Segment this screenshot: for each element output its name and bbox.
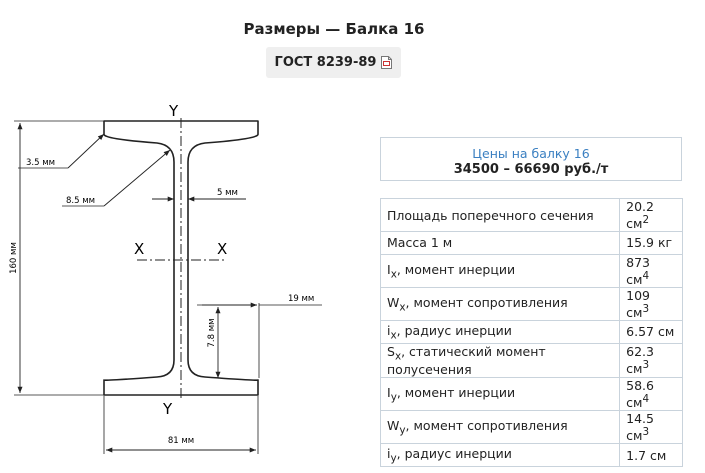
property-row: Площадь поперечного сечения 20.2 см2 — [379, 197, 683, 233]
property-name-subscript: y — [390, 452, 397, 465]
property-value: 1.7 см — [619, 443, 683, 468]
property-value-main: 1.7 см — [626, 447, 667, 463]
property-value-exponent: 2 — [642, 214, 650, 226]
property-value-main: 6.57 см — [626, 324, 675, 340]
property-row: iy, радиус инерции 1.7 см — [379, 443, 683, 468]
height-dimension-label: 160 мм — [9, 242, 19, 274]
property-name-suffix: , момент инерции — [396, 261, 516, 277]
flange-thickness-label: 7.8 мм — [207, 318, 217, 347]
property-value-exponent: 3 — [642, 426, 650, 439]
property-name-main: W — [387, 294, 400, 310]
property-name-main: Площадь поперечного сечения — [387, 207, 594, 223]
property-name-subscript: x — [394, 350, 402, 363]
property-value-main: 62.3 см — [626, 344, 654, 377]
property-name-subscript: y — [399, 424, 406, 437]
property-value-exponent: 3 — [642, 359, 650, 372]
property-row: Масса 1 м 15.9 кг — [379, 231, 683, 255]
property-name: Sx, статический момент полусечения — [379, 342, 621, 379]
property-name-suffix: , момент сопротивления — [405, 294, 568, 310]
property-name-main: I — [387, 261, 391, 277]
property-name: Площадь поперечного сечения — [379, 197, 621, 233]
beam-drawing: Y Y X X 160 мм 3.5 мм 8.5 мм 5 мм 7.8 мм… — [9, 102, 322, 454]
radius-small-label: 3.5 мм — [26, 158, 55, 168]
width-dimension-label: 81 мм — [168, 436, 194, 446]
property-name-main: W — [387, 418, 400, 434]
property-value: 58.6 см4 — [619, 377, 683, 412]
property-value-main: 109 см — [626, 287, 650, 321]
price-box: Цены на балку 16 34500 – 66690 руб./т — [380, 137, 682, 181]
radius-large-label: 8.5 мм — [66, 196, 95, 206]
price-value: 34500 – 66690 руб./т — [453, 162, 609, 177]
property-value-main: 20.2 см — [626, 199, 654, 232]
property-name-suffix: , радиус инерции — [396, 322, 512, 338]
property-name-main: Масса 1 м — [387, 235, 453, 251]
property-name: Wy, момент сопротивления — [379, 410, 621, 445]
property-value: 15.9 кг — [619, 231, 683, 255]
axis-y-bottom-label: Y — [162, 400, 173, 418]
property-value: 873 см4 — [619, 253, 683, 288]
radius-small-arrow — [67, 133, 105, 169]
web-dimension-label: 5 мм — [217, 188, 238, 198]
property-name-subscript: x — [390, 329, 397, 342]
property-value: 6.57 см — [619, 320, 683, 344]
property-row: ix, радиус инерции 6.57 см — [379, 320, 683, 344]
property-value-main: 15.9 кг — [626, 235, 673, 251]
axis-x-right-label: X — [217, 240, 227, 258]
page-title: Размеры — Балка 16 — [243, 20, 425, 38]
property-name-main: i — [387, 322, 391, 338]
property-value-main: 14.5 см — [626, 411, 654, 444]
flange-half-label: 19 мм — [288, 294, 314, 304]
radius-large-arrow — [103, 149, 171, 207]
property-value-exponent: 3 — [642, 302, 650, 315]
axis-x-left-label: X — [134, 240, 144, 258]
property-name: Iy, момент инерции — [379, 377, 621, 412]
property-name: iy, радиус инерции — [379, 443, 621, 468]
price-link[interactable]: Цены на балку 16 — [472, 146, 590, 161]
property-value-main: 58.6 см — [626, 378, 654, 411]
property-name: Wx, момент сопротивления — [379, 286, 621, 322]
gost-download-button[interactable]: ГОСТ 8239-89 — [266, 47, 401, 78]
property-value-main: 873 см — [626, 254, 650, 287]
property-name-main: i — [387, 446, 391, 462]
axis-y-top-label: Y — [168, 102, 179, 120]
property-name-main: I — [387, 384, 391, 400]
property-name-suffix: , момент инерции — [396, 384, 516, 400]
pdf-document-icon — [381, 56, 393, 69]
property-name-suffix: , радиус инерции — [396, 446, 512, 462]
property-name-subscript: x — [399, 301, 406, 314]
property-name-suffix: , статический момент полусечения — [387, 343, 546, 378]
property-name-main: S — [387, 343, 395, 359]
gost-label: ГОСТ 8239-89 — [274, 55, 377, 70]
property-value-exponent: 4 — [642, 269, 650, 282]
property-name-suffix: , момент сопротивления — [405, 418, 568, 434]
property-value: 62.3 см3 — [619, 342, 683, 379]
property-name: Масса 1 м — [379, 231, 621, 255]
property-name-subscript: x — [390, 268, 397, 281]
property-name-subscript: y — [390, 391, 397, 404]
property-value-exponent: 4 — [642, 393, 650, 406]
property-name: ix, радиус инерции — [379, 320, 621, 344]
property-value: 109 см3 — [619, 286, 683, 322]
property-value: 20.2 см2 — [619, 197, 683, 233]
property-value: 14.5 см3 — [619, 410, 683, 445]
property-name: Ix, момент инерции — [379, 253, 621, 288]
